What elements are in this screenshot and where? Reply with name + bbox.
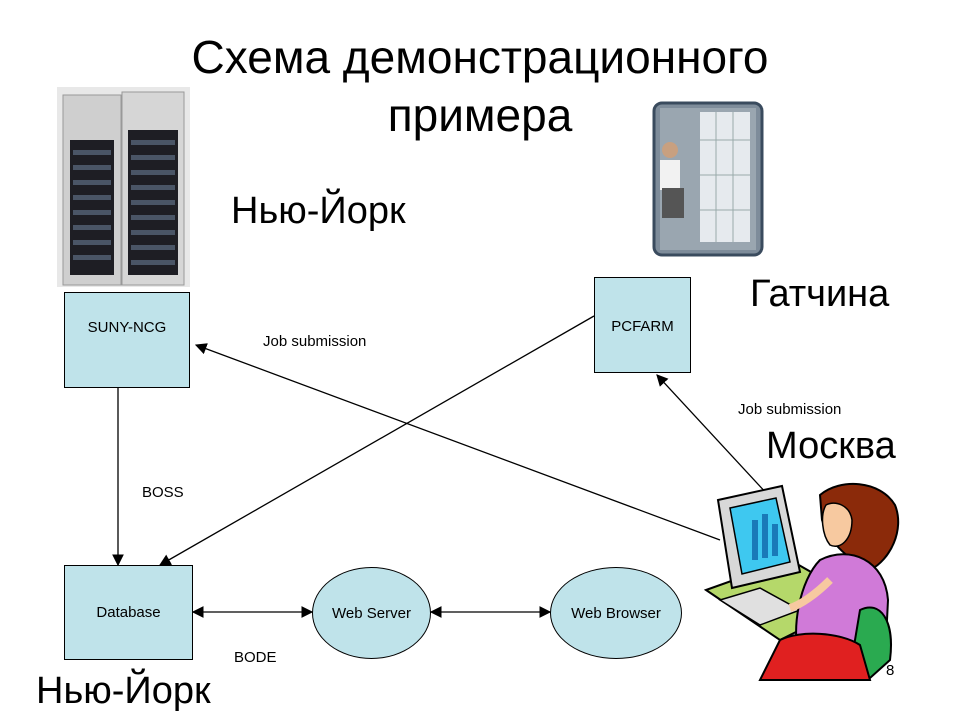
- node-pcfarm: PCFARM: [594, 277, 691, 373]
- page-number: 8: [886, 662, 895, 679]
- edge-label-job-submission-2: Job submission: [738, 401, 842, 418]
- edge-pcfarm-to-database: [158, 315, 595, 566]
- node-web-browser: Web Browser: [550, 567, 682, 659]
- title-line-1: Схема демонстрационного: [191, 31, 769, 83]
- node-suny-ncg-label: SUNY-NCG: [87, 319, 167, 336]
- node-pcfarm-label: PCFARM: [611, 318, 674, 335]
- city-label-gatchina: Гатчина: [750, 273, 890, 315]
- city-label-moscow: Москва: [766, 425, 896, 467]
- city-label-new-york-bottom: Нью-Йорк: [36, 670, 211, 712]
- page-title: Схема демонстрационного примера: [0, 28, 960, 144]
- node-database: Database: [64, 565, 193, 660]
- edge-label-bode: BODE: [234, 649, 277, 666]
- node-web-server-label: Web Server: [332, 604, 411, 622]
- node-web-server: Web Server: [312, 567, 431, 659]
- node-database-label: Database: [96, 604, 161, 621]
- city-label-new-york-top: Нью-Йорк: [231, 190, 406, 232]
- edge-user-to-suny: [194, 343, 721, 541]
- edge-label-job-submission-1: Job submission: [263, 333, 367, 350]
- node-suny-ncg: SUNY-NCG: [64, 292, 190, 388]
- edge-label-boss: BOSS: [142, 484, 184, 501]
- title-line-2: примера: [387, 89, 573, 141]
- node-web-browser-label: Web Browser: [571, 604, 661, 622]
- edge-user-to-pcfarm: [656, 374, 769, 496]
